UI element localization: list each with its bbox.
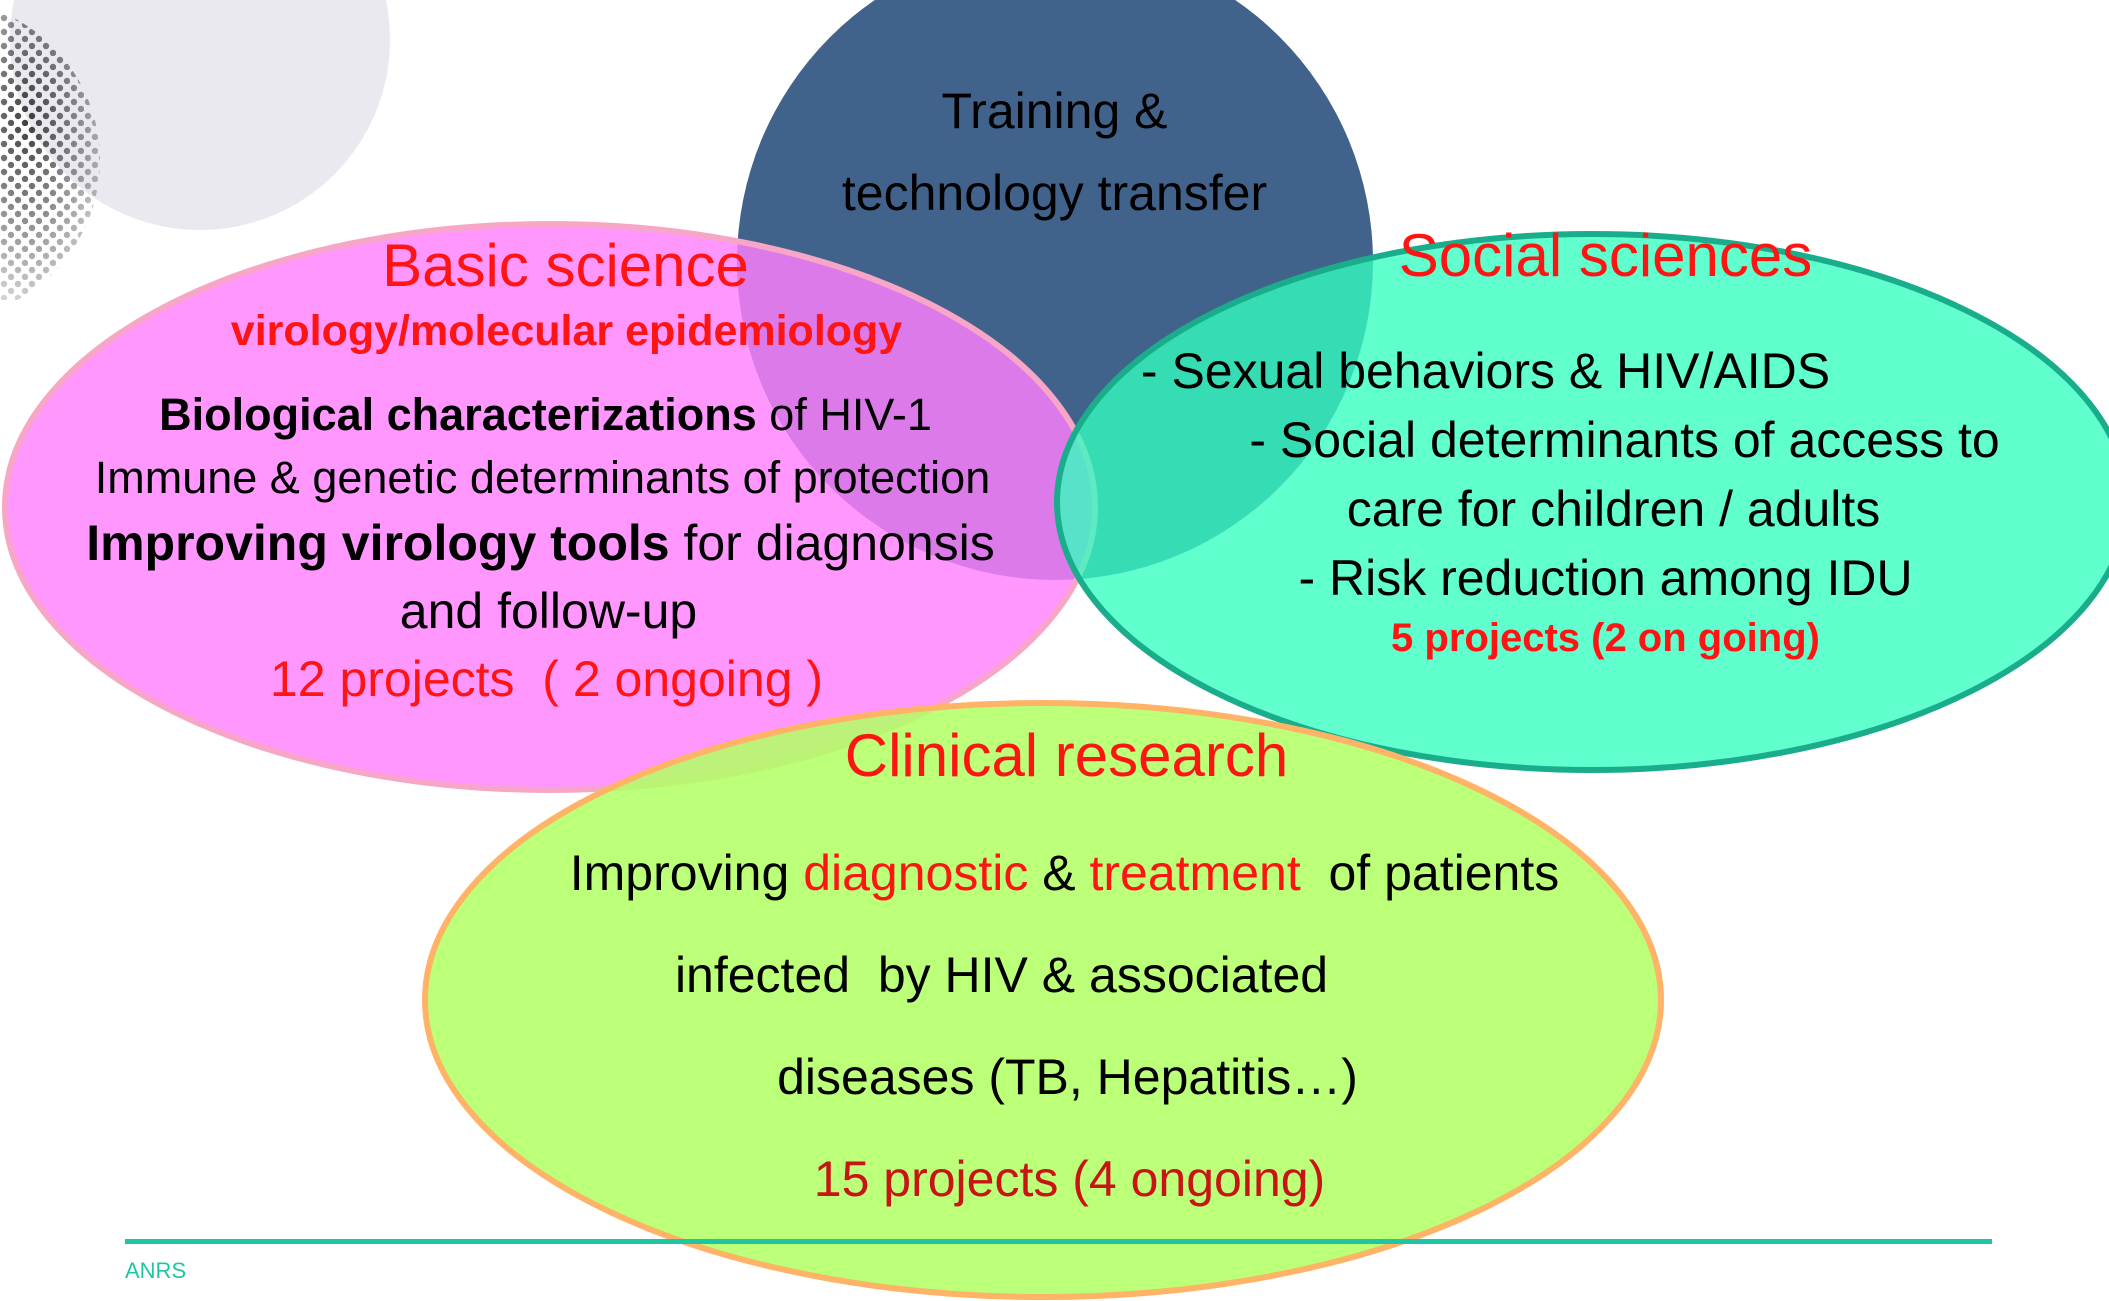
social-sciences-item-2b: care for children / adults <box>1346 481 1881 537</box>
social-sciences-item-3: - Risk reduction among IDU <box>1298 550 1913 606</box>
training-line-2: technology transfer <box>841 165 1268 221</box>
footer-label: ANRS <box>125 1258 187 1283</box>
social-sciences-item-2a: - Social determinants of access to <box>1249 412 2000 468</box>
clinical-line-1-diagnostic: diagnostic <box>803 845 1029 901</box>
clinical-research-projects: 15 projects (4 ongoing) <box>813 1151 1326 1207</box>
training-line-1: Training & <box>941 83 1168 139</box>
decorative-dot-pattern <box>0 11 100 309</box>
basic-science-line-4: and follow-up <box>399 583 698 639</box>
basic-science-line-1-rest: of HIV-1 <box>756 389 932 440</box>
basic-science-line-3-bold: Improving virology tools <box>86 515 670 571</box>
clinical-research-line-2: infected by HIV & associated <box>674 947 1329 1003</box>
basic-science-line-1: Biological characterizations of HIV-1 <box>0 392 1600 437</box>
clinical-line-1-part-e: of patients <box>1300 845 1560 901</box>
basic-science-line-2: Immune & genetic determinants of protect… <box>94 452 991 503</box>
basic-science-projects: 12 projects ( 2 ongoing ) <box>269 651 824 707</box>
footer-divider <box>125 1239 1992 1244</box>
clinical-research-line-3: diseases (TB, Hepatitis…) <box>777 1049 1358 1105</box>
clinical-line-1-part-a: Improving <box>569 845 804 901</box>
clinical-research-line-1: Improving diagnostic & treatment of pati… <box>10 848 2109 898</box>
social-sciences-projects: 5 projects (2 on going) <box>1391 616 1820 660</box>
basic-science-line-3: Improving virology tools for diagnonsis <box>0 518 1595 568</box>
basic-science-title: Basic science <box>382 232 749 299</box>
clinical-research-title: Clinical research <box>844 722 1289 789</box>
basic-science-line-1-bold: Biological characterizations <box>159 389 757 440</box>
decorative-circle <box>10 0 390 230</box>
clinical-line-1-treatment: treatment <box>1089 845 1301 901</box>
clinical-line-1-part-c: & <box>1028 845 1090 901</box>
basic-science-line-3-rest: for diagnonsis <box>669 515 995 571</box>
social-sciences-title: Social sciences <box>1398 222 1813 289</box>
basic-science-subtitle: virology/molecular epidemiology <box>230 307 903 355</box>
social-sciences-item-1: - Sexual behaviors & HIV/AIDS <box>1140 343 1831 399</box>
clinical-research-ellipse <box>422 700 1664 1300</box>
social-sciences-ellipse <box>1054 231 2109 773</box>
